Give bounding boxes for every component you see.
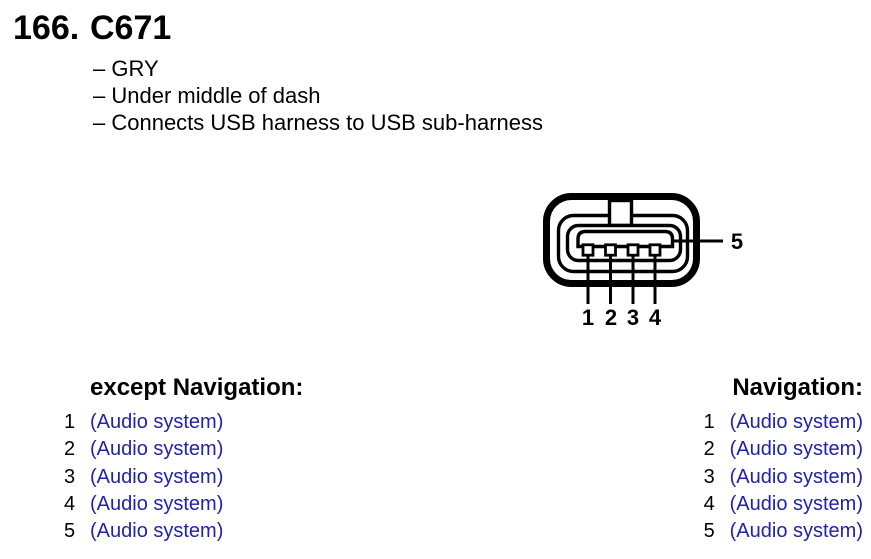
pin-2-label: 2 (605, 305, 617, 330)
pinout-row: 2 (Audio system) (64, 436, 303, 463)
circuit-link[interactable]: (Audio system) (729, 492, 863, 515)
shell-label: 5 (731, 229, 743, 254)
pin-number: 2 (64, 438, 76, 461)
pin-3 (626, 243, 640, 257)
circuit-link[interactable]: (Audio system) (729, 438, 863, 461)
circuit-link[interactable]: (Audio system) (90, 492, 224, 515)
connector-details: – GRY – Under middle of dash – Connects … (93, 55, 543, 136)
pin-2 (604, 243, 617, 257)
pin-number: 5 (64, 520, 76, 543)
connector-key-tab (607, 198, 634, 228)
pin-4 (648, 243, 662, 257)
pinout-rows: 1 (Audio system) 2 (Audio system) 3 (Audio … (64, 409, 303, 545)
pinout-row: 2 (Audio system) (704, 436, 863, 463)
circuit-link[interactable]: (Audio system) (729, 465, 863, 488)
detail-function: – Connects USB harness to USB sub-harnes… (93, 110, 544, 135)
pin-3-label: 3 (627, 305, 639, 330)
pinout-row: 1 (Audio system) (64, 409, 303, 436)
connector-id: C671 (90, 9, 172, 47)
pinout-row: 5 (Audio system) (64, 518, 303, 545)
pinout-row: 3 (Audio system) (64, 464, 303, 491)
pinout-column-navigation: Navigation: 1 (Audio system) 2 (Audio syst… (704, 374, 863, 545)
pin-number: 5 (703, 520, 715, 543)
pinout-column-except-navigation: except Navigation: 1 (Audio system) 2 (Aud… (64, 374, 303, 545)
detail-location: – Under middle of dash (93, 83, 321, 108)
column-heading-navigation: Navigation: (732, 374, 863, 401)
connector-diagram: 1 2 3 4 5 (530, 185, 770, 335)
pin-number: 2 (703, 438, 715, 461)
detail-color: – GRY (93, 56, 159, 81)
pin-number: 3 (64, 465, 76, 488)
pinout-rows: 1 (Audio system) 2 (Audio system) 3 (Audio … (704, 409, 863, 545)
pin-1-label: 1 (582, 305, 594, 330)
pinout-row: 3 (Audio system) (704, 464, 863, 491)
pin-1 (581, 243, 595, 257)
circuit-link[interactable]: (Audio system) (90, 438, 224, 461)
circuit-link[interactable]: (Audio system) (729, 520, 863, 543)
circuit-link[interactable]: (Audio system) (90, 465, 224, 488)
pinout-row: 4 (Audio system) (64, 491, 303, 518)
circuit-link[interactable]: (Audio system) (90, 411, 224, 433)
circuit-link[interactable]: (Audio system) (90, 520, 224, 543)
pin-number: 3 (703, 465, 715, 488)
section-number: 166. (13, 9, 80, 47)
pin-number: 4 (64, 492, 76, 515)
pinout-row: 1 (Audio system) (704, 409, 863, 436)
column-heading-except-navigation: except Navigation: (90, 374, 304, 401)
pinout-row: 5 (Audio system) (704, 518, 863, 545)
connector-contact-bar (576, 229, 675, 249)
circuit-link[interactable]: (Audio system) (729, 411, 863, 433)
pin-number: 4 (703, 492, 715, 515)
pin-4-label: 4 (649, 305, 662, 330)
pinout-row: 4 (Audio system) (704, 491, 863, 518)
pin-number: 1 (64, 411, 76, 433)
pin-number: 1 (703, 411, 715, 433)
